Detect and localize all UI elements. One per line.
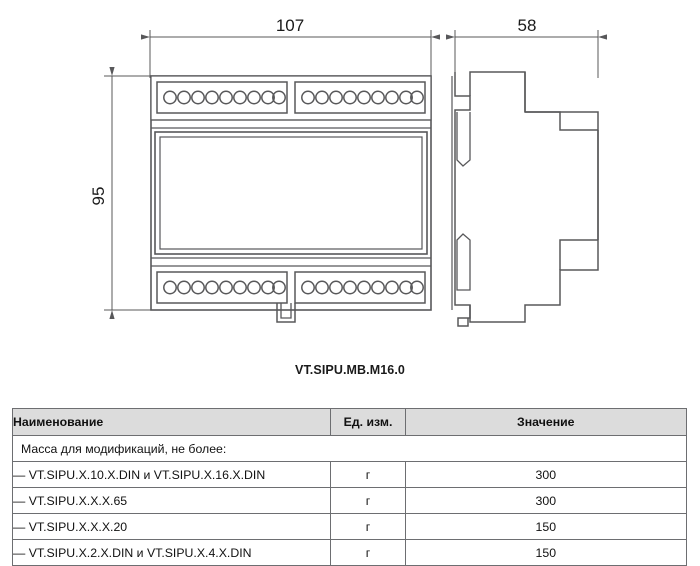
dimension-label-107: 107 [276,16,304,35]
group-label: Масса для модификаций, не более: [12,435,687,462]
row-value: 150 [404,539,688,566]
row-name: — VT.SIPU.X.X.X.20 [11,513,332,540]
table-row: — VT.SIPU.X.10.X.DIN и VT.SIPU.X.16.X.DI… [11,461,688,488]
dimension-width-107 [141,30,440,78]
header-name: Наименование [11,408,332,436]
row-unit: г [330,539,406,566]
terminal-block-top-left [156,81,288,114]
header-unit: Ед. изм. [330,408,406,436]
specification-table: Наименование Ед. изм. Значение Масса для… [11,408,688,566]
row-unit: г [330,513,406,540]
specification-table-container: Наименование Ед. изм. Значение Масса для… [11,408,688,566]
drawing-canvas: 107 95 [89,16,607,327]
row-name: — VT.SIPU.X.10.X.DIN и VT.SIPU.X.16.X.DI… [11,461,332,488]
dimension-width-58 [446,30,607,78]
table-row: — VT.SIPU.X.X.X.20 г 150 [11,513,688,540]
row-value: 300 [404,487,688,514]
table-row: — VT.SIPU.X.X.X.65 г 300 [11,487,688,514]
terminal-block-bottom-right [294,271,426,304]
terminal-block-top-right [294,81,426,114]
din-rail-clip-tab [276,303,296,323]
table-row: — VT.SIPU.X.2.X.DIN и VT.SIPU.X.4.X.DIN … [11,539,688,566]
drawing-caption: VT.SIPU.MB.M16.0 [295,363,405,377]
table-header-row: Наименование Ед. изм. Значение [11,408,688,436]
row-name: — VT.SIPU.X.X.X.65 [11,487,332,514]
row-name: — VT.SIPU.X.2.X.DIN и VT.SIPU.X.4.X.DIN [11,539,332,566]
dimension-label-95: 95 [89,187,108,206]
header-value: Значение [404,408,688,436]
terminal-block-bottom-left [156,271,288,304]
row-unit: г [330,461,406,488]
row-unit: г [330,487,406,514]
display-window [154,131,428,255]
dimension-height-95 [104,67,152,319]
row-value: 150 [404,513,688,540]
dimension-label-58: 58 [518,16,537,35]
technical-drawing: 107 95 [89,16,607,327]
row-value: 300 [404,461,688,488]
side-view-profile [454,71,599,327]
table-group-row: Масса для модификаций, не более: [12,435,687,462]
